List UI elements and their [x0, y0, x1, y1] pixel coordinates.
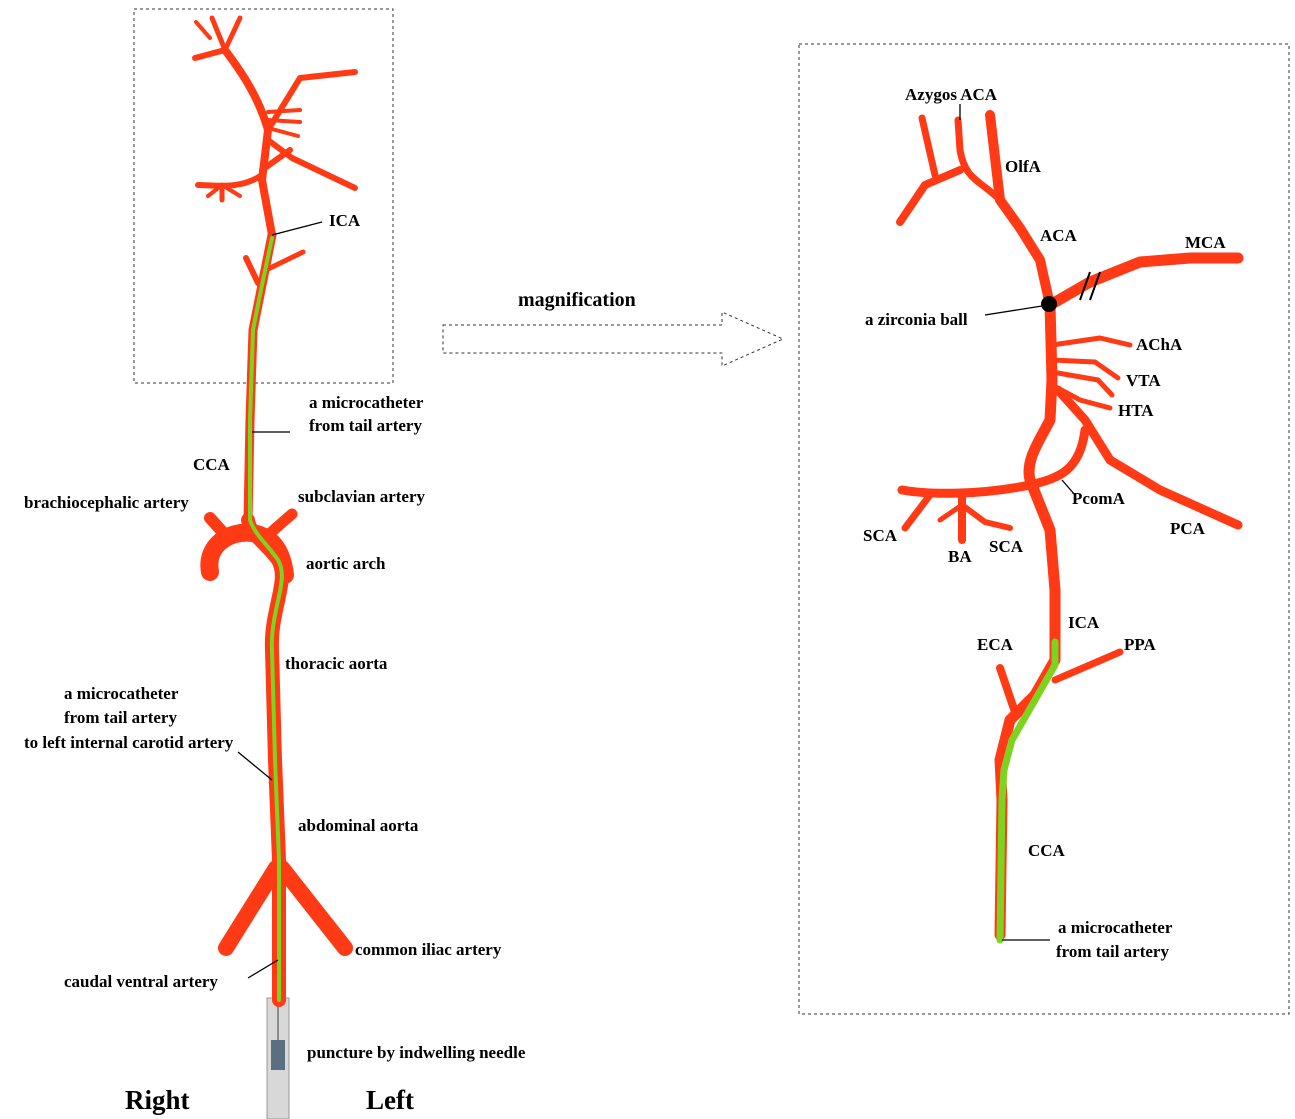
label-route-3: to left internal carotid artery [24, 733, 234, 752]
label-olfa: OlfA [1005, 157, 1042, 176]
label-brachiocephalic: brachiocephalic artery [24, 493, 189, 512]
label-mca: MCA [1185, 233, 1226, 252]
label-puncture: puncture by indwelling needle [307, 1043, 526, 1062]
label-magnification: magnification [518, 289, 636, 311]
label-sca-right: SCA [989, 537, 1024, 556]
label-sca-left: SCA [863, 526, 898, 545]
label-ica-left: ICA [329, 211, 361, 230]
label-caudal-ventral: caudal ventral artery [64, 972, 218, 991]
label-cca-left: CCA [193, 455, 231, 474]
left-vessel-tree [195, 18, 355, 1000]
label-vta: VTA [1126, 371, 1161, 390]
label-route-2: from tail artery [64, 708, 177, 727]
label-microcatheter-top-2: from tail artery [309, 416, 422, 435]
label-thoracic-aorta: thoracic aorta [285, 654, 388, 673]
label-cca-right: CCA [1028, 841, 1066, 860]
label-microcatheter-top: a microcatheter [309, 393, 424, 412]
label-aca: ACA [1040, 226, 1078, 245]
label-abdominal-aorta: abdominal aorta [298, 816, 419, 835]
label-ppa: PPA [1124, 635, 1157, 654]
label-route-1: a microcatheter [64, 684, 179, 703]
label-pca: PCA [1170, 519, 1206, 538]
zirconia-ball [1041, 296, 1057, 312]
label-ica-right: ICA [1068, 613, 1100, 632]
label-aortic-arch: aortic arch [306, 554, 386, 573]
label-microcatheter-right-2: from tail artery [1056, 942, 1169, 961]
label-pcoma: PcomA [1072, 489, 1126, 508]
label-hta: HTA [1118, 401, 1154, 420]
label-zirconia-ball: a zirconia ball [865, 310, 968, 329]
label-acha: AChA [1136, 335, 1183, 354]
label-microcatheter-right-1: a microcatheter [1058, 918, 1173, 937]
label-right-side: Right [125, 1085, 190, 1115]
label-left-side: Left [366, 1085, 414, 1115]
label-eca: ECA [977, 635, 1014, 654]
label-ba: BA [948, 547, 972, 566]
label-subclavian: subclavian artery [298, 487, 426, 506]
label-azygos-aca: Azygos ACA [905, 85, 998, 104]
label-common-iliac: common iliac artery [355, 940, 502, 959]
magnification-arrow [443, 312, 783, 366]
